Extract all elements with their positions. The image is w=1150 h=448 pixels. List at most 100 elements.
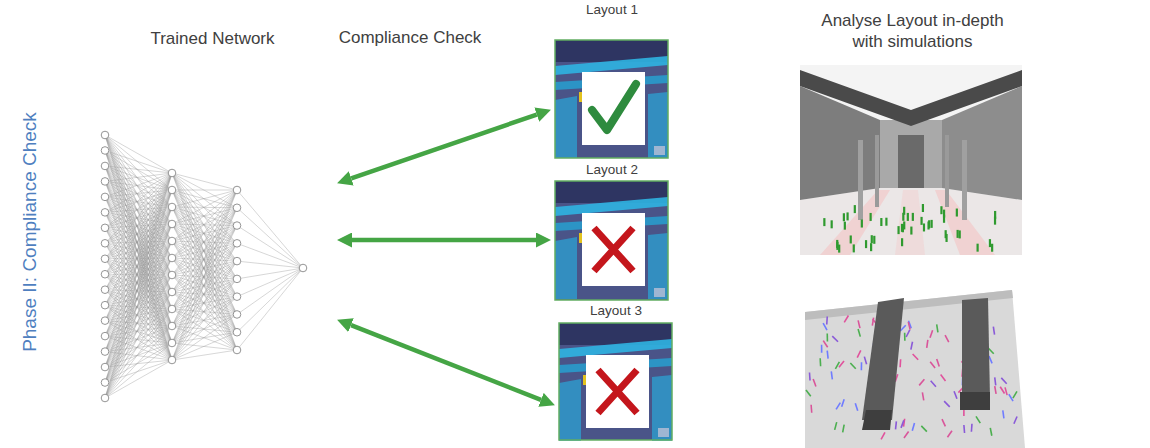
bidirectional-arrow <box>352 238 536 243</box>
flow-arrow <box>1009 394 1013 401</box>
network-neuron <box>168 186 176 194</box>
platform-inset <box>654 288 665 297</box>
pedestrian <box>846 212 848 220</box>
network-weight <box>105 207 172 228</box>
network-neuron <box>233 240 241 248</box>
network-neuron <box>101 209 109 217</box>
network-neuron <box>168 288 176 296</box>
image-border <box>559 323 672 440</box>
network-weight <box>105 343 172 398</box>
network-neuron <box>233 222 241 230</box>
network-weight <box>105 173 172 367</box>
result-panel <box>582 213 645 286</box>
flow-arrow <box>1014 416 1017 423</box>
network-weight <box>105 309 172 398</box>
network-neuron <box>101 363 109 371</box>
node-heading: Layout 2 <box>553 162 671 179</box>
platform-track <box>648 233 668 299</box>
pedestrian <box>956 209 958 217</box>
network-neuron <box>233 186 241 194</box>
network-weight <box>237 268 303 350</box>
pedestrian <box>880 218 882 226</box>
network-weight <box>105 207 172 367</box>
platform-ground <box>555 181 668 300</box>
network-weight <box>105 207 172 243</box>
network-neuron <box>168 169 176 177</box>
node-heading: Layout 1 <box>553 2 671 19</box>
flow-arrow <box>937 324 938 332</box>
network-neuron <box>233 346 241 354</box>
network-weight <box>105 181 172 292</box>
image-border <box>555 181 668 300</box>
network-neuron <box>168 356 176 364</box>
network-neuron <box>168 220 176 228</box>
network-neuron <box>101 178 109 186</box>
sim-escalator-base <box>862 410 892 430</box>
network-weight <box>172 309 237 350</box>
flow-arrow <box>930 362 935 368</box>
flow-arrow <box>842 399 844 407</box>
node-heading: Layout 3 <box>557 303 675 320</box>
result-panel <box>582 72 645 145</box>
flow-arrow <box>857 350 861 357</box>
flow-arrow <box>858 329 860 337</box>
network-weight <box>172 350 237 360</box>
network-weight <box>105 326 172 398</box>
network-weight <box>105 173 172 398</box>
flow-arrow <box>941 375 946 381</box>
pedestrian <box>897 226 899 234</box>
network-weight <box>172 279 237 360</box>
network-weight <box>105 190 172 367</box>
pedestrian <box>901 224 903 232</box>
flow-arrow <box>855 403 857 411</box>
network-weight <box>237 268 303 297</box>
network-weight <box>105 166 172 241</box>
pedestrian <box>885 218 887 226</box>
network-neuron <box>101 270 109 278</box>
platform-inset <box>654 146 665 155</box>
flow-arrow <box>912 423 914 431</box>
sim-floor <box>805 290 1025 448</box>
layout-thumbnails <box>555 40 672 441</box>
network-weight <box>172 275 237 350</box>
network-neuron <box>101 131 109 139</box>
network-weight <box>172 173 237 350</box>
check-mark <box>592 84 636 130</box>
network-weight <box>172 332 237 360</box>
network-weight <box>105 224 172 352</box>
flow-arrow <box>930 330 933 338</box>
network-weight <box>105 150 172 343</box>
pedestrian <box>854 205 856 213</box>
pedestrian <box>838 245 840 253</box>
pedestrian <box>903 207 905 215</box>
network-weight <box>172 261 237 326</box>
flow-arrow <box>971 424 973 432</box>
platform-track <box>652 375 672 441</box>
flow-arrow <box>911 342 913 350</box>
network-neuron <box>101 162 109 170</box>
network-weight <box>105 241 172 367</box>
network-neuron <box>168 305 176 313</box>
flow-arrow <box>813 379 816 387</box>
platform-marker <box>583 375 586 385</box>
network-weight <box>172 243 237 360</box>
network-weight <box>105 173 172 181</box>
pedestrian <box>920 217 922 225</box>
flow-arrow <box>922 392 923 400</box>
network-weight <box>105 259 172 326</box>
network-neuron <box>168 203 176 211</box>
flow-arrow <box>843 425 845 433</box>
flow-arrow <box>826 351 828 359</box>
network-weight <box>172 297 237 360</box>
network-weight <box>172 224 237 332</box>
flow-arrow <box>995 386 996 394</box>
sim-pedestrians <box>823 204 996 253</box>
flow-arrow <box>861 362 863 370</box>
pedestrian <box>873 236 875 244</box>
simulation-flow-view <box>805 290 1025 448</box>
pedestrian <box>823 218 825 226</box>
flow-arrow <box>821 345 823 353</box>
network-weight <box>172 173 237 190</box>
pedestrian <box>959 230 961 238</box>
